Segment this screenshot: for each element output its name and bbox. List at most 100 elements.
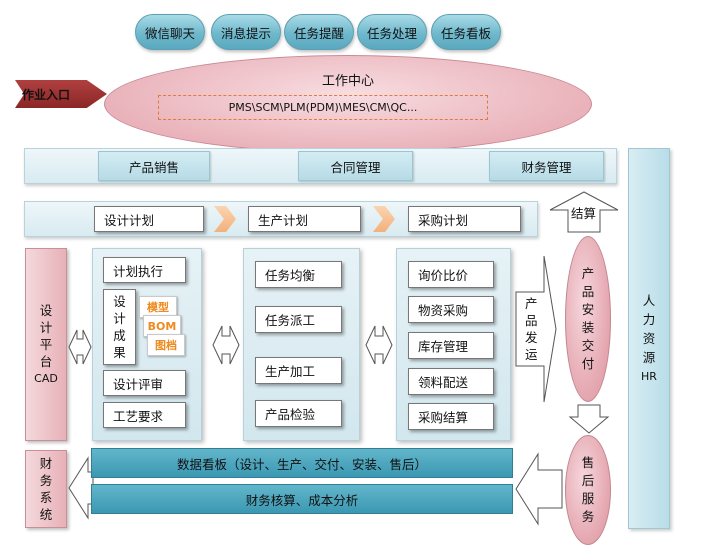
inventory-management-box[interactable]: 库存管理 bbox=[408, 332, 494, 359]
box-label: 任务派工 bbox=[265, 313, 316, 328]
down-arrow-icon bbox=[568, 404, 610, 434]
pill-label: 任务处理 bbox=[366, 25, 417, 41]
cad-char: 计 bbox=[39, 320, 53, 335]
production-plan-box[interactable]: 生产计划 bbox=[248, 206, 361, 232]
aftersales-char: 务 bbox=[581, 509, 595, 524]
install-char: 品 bbox=[581, 284, 595, 299]
pill-label: 微信聊天 bbox=[144, 25, 195, 41]
task-balance-box[interactable]: 任务均衡 bbox=[255, 261, 342, 288]
material-delivery-box[interactable]: 领料配送 bbox=[408, 368, 494, 395]
bar-label: 数据看板（设计、生产、交付、安装、售后） bbox=[176, 456, 427, 472]
install-char: 安 bbox=[581, 302, 595, 317]
contract-management-tab[interactable]: 合同管理 bbox=[298, 151, 413, 181]
finance-char: 务 bbox=[39, 473, 53, 488]
finance-char: 财 bbox=[39, 456, 53, 471]
design-review-box[interactable]: 设计评审 bbox=[103, 370, 186, 396]
task-processing-pill[interactable]: 任务处理 bbox=[357, 14, 427, 50]
purchase-settlement-box[interactable]: 采购结算 bbox=[408, 403, 494, 430]
pill-label: 任务看板 bbox=[440, 25, 491, 41]
box-label: 物资采购 bbox=[418, 303, 469, 318]
price-comparison-box[interactable]: 询价比价 bbox=[408, 261, 494, 288]
cad-char: 设 bbox=[39, 303, 53, 318]
entry-label: 作业入口 bbox=[22, 88, 71, 102]
finance-management-tab[interactable]: 财务管理 bbox=[489, 151, 604, 181]
box-label: 任务均衡 bbox=[265, 268, 316, 283]
double-arrow-icon bbox=[365, 325, 393, 365]
task-board-pill[interactable]: 任务看板 bbox=[431, 14, 501, 50]
box-label: 工艺要求 bbox=[113, 408, 164, 424]
after-sales-service: 售 后 服 务 bbox=[565, 435, 611, 545]
double-arrow-icon bbox=[68, 329, 92, 365]
chevron-right-icon bbox=[373, 206, 395, 232]
result-char: 果 bbox=[113, 345, 126, 360]
purchase-plan-box[interactable]: 采购计划 bbox=[408, 206, 521, 232]
double-arrow-icon bbox=[212, 325, 240, 365]
box-label: 询价比价 bbox=[418, 268, 469, 283]
finance-char: 系 bbox=[39, 490, 53, 505]
hr-char: 力 bbox=[642, 312, 656, 327]
up-arrow-icon bbox=[549, 191, 619, 233]
install-char: 装 bbox=[581, 320, 595, 335]
task-dispatch-box[interactable]: 任务派工 bbox=[255, 306, 342, 333]
cad-char: 平 bbox=[39, 337, 53, 352]
bar-label: 财务核算、成本分析 bbox=[245, 492, 359, 508]
box-label: 设计计划 bbox=[104, 212, 155, 228]
box-label: 采购计划 bbox=[418, 212, 469, 228]
install-char: 付 bbox=[581, 356, 595, 371]
box-label: 领料配送 bbox=[418, 375, 469, 390]
box-label: 库存管理 bbox=[418, 339, 469, 354]
hr-char: 人 bbox=[642, 293, 656, 308]
shipping-char: 运 bbox=[525, 347, 538, 362]
design-plan-box[interactable]: 设计计划 bbox=[94, 206, 204, 232]
model-tag[interactable]: 模型 bbox=[139, 296, 177, 318]
result-char: 成 bbox=[113, 328, 126, 343]
box-label: 计划执行 bbox=[113, 263, 164, 279]
systems-list: PMS\SCM\PLM(PDM)\MES\CM\QC... bbox=[158, 95, 488, 120]
chevron-right-icon bbox=[214, 206, 236, 232]
pill-label: 消息提示 bbox=[220, 25, 271, 41]
work-center-title: 工作中心 bbox=[321, 74, 374, 89]
process-requirements-box[interactable]: 工艺要求 bbox=[103, 402, 186, 428]
pill-label: 任务提醒 bbox=[293, 25, 344, 41]
cad-sub: CAD bbox=[34, 372, 58, 385]
cost-analysis-bar[interactable]: 财务核算、成本分析 bbox=[91, 484, 513, 514]
tab-label: 财务管理 bbox=[521, 159, 572, 175]
hr-char: 源 bbox=[642, 350, 656, 365]
bom-tag[interactable]: BOM bbox=[143, 315, 181, 337]
plan-execution-box[interactable]: 计划执行 bbox=[103, 257, 186, 283]
aftersales-char: 售 bbox=[581, 455, 595, 470]
shipping-char: 产 bbox=[525, 296, 538, 311]
box-label: 设计评审 bbox=[113, 376, 164, 392]
installation-delivery: 产 品 安 装 交 付 bbox=[565, 236, 611, 402]
right-arrow-icon bbox=[515, 255, 557, 403]
drawing-tag[interactable]: 图档 bbox=[147, 334, 185, 356]
box-label: 产品检验 bbox=[265, 407, 316, 422]
wechat-chat-pill[interactable]: 微信聊天 bbox=[135, 14, 205, 50]
hr-char: 资 bbox=[642, 331, 656, 346]
product-sales-tab[interactable]: 产品销售 bbox=[98, 151, 210, 181]
message-alert-pill[interactable]: 消息提示 bbox=[211, 14, 281, 50]
install-char: 交 bbox=[581, 338, 595, 353]
design-platform-cad: 设 计 平 台 CAD bbox=[25, 248, 67, 441]
data-dashboard-bar[interactable]: 数据看板（设计、生产、交付、安装、售后） bbox=[91, 448, 513, 478]
design-results-box[interactable]: 设 计 成 果 bbox=[103, 289, 136, 365]
aftersales-char: 服 bbox=[581, 491, 595, 506]
human-resources-hr: 人 力 资 源 HR bbox=[628, 148, 670, 529]
material-purchase-box[interactable]: 物资采购 bbox=[408, 296, 494, 323]
hr-sub: HR bbox=[641, 370, 657, 383]
box-label: 生产加工 bbox=[265, 364, 316, 379]
settlement-label: 结算 bbox=[571, 206, 597, 221]
result-char: 计 bbox=[113, 311, 126, 326]
product-inspection-box[interactable]: 产品检验 bbox=[255, 400, 342, 427]
work-center: 工作中心 PMS\SCM\PLM(PDM)\MES\CM\QC... bbox=[104, 55, 592, 153]
product-shipping-label: 产 品 发 运 bbox=[525, 295, 538, 363]
tab-label: 产品销售 bbox=[128, 159, 179, 175]
install-char: 产 bbox=[581, 266, 595, 281]
production-processing-box[interactable]: 生产加工 bbox=[255, 357, 342, 384]
result-char: 设 bbox=[113, 294, 126, 309]
box-label: 采购结算 bbox=[418, 410, 469, 425]
aftersales-char: 后 bbox=[581, 473, 595, 488]
finance-char: 统 bbox=[39, 507, 53, 522]
task-reminder-pill[interactable]: 任务提醒 bbox=[284, 14, 354, 50]
shipping-char: 品 bbox=[525, 313, 538, 328]
